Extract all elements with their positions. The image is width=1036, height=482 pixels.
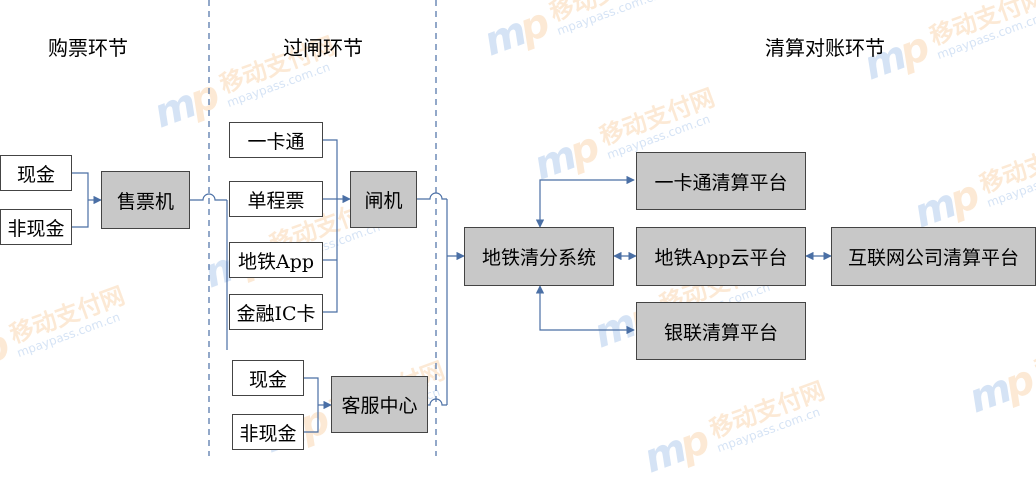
section-header-purchase: 购票环节	[48, 36, 128, 60]
node-transit-card: 一卡通	[229, 122, 323, 158]
node-card-clearing-platform: 一卡通清算平台	[636, 152, 806, 210]
node-metro-app: 地铁App	[229, 242, 323, 278]
connector	[535, 175, 635, 228]
node-cash: 现金	[0, 155, 72, 191]
section-header-clearing: 清算对账环节	[765, 36, 885, 60]
node-metro-clearing-system: 地铁清分系统	[464, 227, 614, 286]
section-header-gate: 过闸环节	[283, 36, 363, 60]
connector	[304, 377, 319, 433]
connector	[428, 398, 447, 406]
connector	[190, 193, 227, 201]
connector	[72, 172, 89, 228]
node-noncash-2: 非现金	[232, 414, 304, 450]
node-ticket-machine: 售票机	[101, 171, 190, 229]
node-internet-clearing-platform: 互联网公司清算平台	[831, 227, 1036, 286]
node-finance-ic-card: 金融IC卡	[229, 294, 323, 330]
node-single-ticket: 单程票	[229, 181, 323, 217]
connector	[535, 285, 635, 335]
node-gate-machine: 闸机	[350, 171, 417, 228]
node-cash-2: 现金	[232, 360, 304, 396]
connector	[417, 192, 447, 200]
connectors	[72, 0, 832, 456]
node-app-cloud-platform: 地铁App云平台	[636, 227, 806, 286]
node-noncash: 非现金	[0, 209, 72, 245]
connector	[323, 139, 338, 313]
node-unionpay-clearing-platform: 银联清算平台	[636, 302, 806, 360]
node-service-center: 客服中心	[331, 376, 428, 433]
